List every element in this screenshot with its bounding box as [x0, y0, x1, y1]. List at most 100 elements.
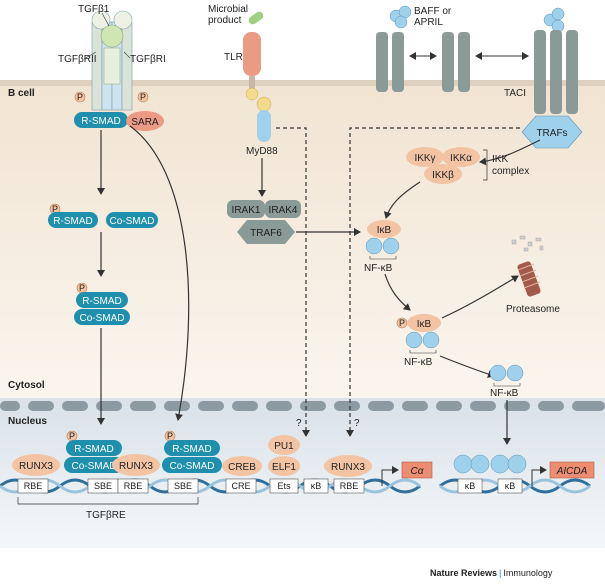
runx3-node: RUNX3	[112, 454, 160, 476]
rsmad-node: R-SMAD	[48, 212, 98, 228]
bcell-label: B cell	[8, 88, 35, 99]
svg-text:R-SMAD: R-SMAD	[82, 296, 121, 307]
phosphate-icon: P	[76, 282, 88, 294]
journal-name: Nature Reviews	[430, 568, 498, 578]
journal-credit: Nature Reviews|Immunology	[430, 568, 553, 578]
svg-text:Co-SMAD: Co-SMAD	[109, 216, 154, 227]
svg-text:IRAK1: IRAK1	[232, 205, 261, 216]
svg-text:IKKα: IKKα	[450, 153, 472, 164]
nfkb-label-3: NF-κB	[490, 388, 519, 399]
proteasome-label: Proteasome	[506, 304, 560, 315]
svg-text:SBE: SBE	[94, 481, 112, 491]
phosphate-icon: P	[66, 430, 78, 442]
svg-text:Co-SMAD: Co-SMAD	[169, 461, 214, 472]
sbe-element: SBE	[167, 478, 199, 494]
svg-text:RBE: RBE	[340, 481, 359, 491]
svg-text:CRE: CRE	[231, 481, 250, 491]
degraded-peptides-icon	[511, 235, 544, 252]
svg-text:P: P	[79, 283, 85, 293]
svg-text:Cα: Cα	[411, 466, 424, 477]
svg-text:SBE: SBE	[174, 481, 192, 491]
ikk-complex: IKKγ IKKα IKKβ	[406, 147, 480, 184]
svg-text:AICDA: AICDA	[556, 466, 588, 477]
baff-ligand	[389, 5, 412, 29]
phospho-ikb-nfkb-complex: IκB	[405, 314, 441, 349]
svg-text:RBE: RBE	[24, 481, 43, 491]
svg-text:CREB: CREB	[228, 462, 256, 473]
smad-complex: R-SMAD Co-SMAD	[74, 292, 130, 325]
microbial-label-1: Microbial	[208, 4, 248, 15]
irak-complex: IRAK1 IRAK4 TRAF6	[227, 200, 301, 244]
aicda-gene: AICDA	[549, 461, 595, 479]
question-mark-1: ?	[296, 418, 302, 429]
phosphate-icon: P	[164, 430, 176, 442]
svg-text:P: P	[167, 431, 173, 441]
myd88-node	[257, 110, 271, 142]
ikk-complex-label-1: IKK	[492, 154, 508, 165]
svg-text:R-SMAD: R-SMAD	[172, 444, 211, 455]
svg-text:P: P	[399, 318, 405, 328]
svg-text:Co-SMAD: Co-SMAD	[71, 461, 116, 472]
tgfbre-label: TGFβRE	[86, 510, 126, 521]
nuclear-smad-complex-1: R-SMAD Co-SMAD	[64, 440, 124, 473]
rsmad-receptor-node: R-SMAD	[74, 112, 128, 128]
proteasome-icon	[517, 261, 541, 297]
cre-element: CRE	[225, 478, 257, 494]
svg-text:κB: κB	[465, 481, 476, 491]
nuclear-nfkb-dimer	[453, 454, 490, 474]
nfkb-label-1: NF-κB	[364, 263, 393, 274]
question-mark-2: ?	[354, 418, 360, 429]
tlr-label: TLR	[224, 52, 243, 63]
svg-text:P: P	[140, 92, 146, 102]
sara-node: SARA	[126, 111, 164, 131]
elf1-node: ELF1	[268, 456, 300, 476]
rbe-element: RBE	[17, 478, 49, 494]
svg-text:IκB: IκB	[377, 225, 392, 236]
rbe-element: RBE	[333, 478, 365, 494]
taci-receptor-left	[376, 32, 404, 92]
svg-text:PU1: PU1	[274, 441, 294, 452]
tgfb1-label: TGFβ1	[78, 4, 110, 15]
baff-ligand	[543, 7, 565, 33]
svg-text:IKKβ: IKKβ	[432, 170, 454, 181]
tgfb-receptor-complex	[91, 10, 133, 111]
svg-text:SARA: SARA	[131, 117, 159, 128]
svg-text:RUNX3: RUNX3	[19, 461, 53, 472]
baff-label-1: BAFF or	[414, 6, 452, 17]
microbial-product-icon	[248, 11, 264, 25]
ikk-complex-label-2: complex	[492, 166, 529, 177]
runx3-node: RUNX3	[12, 454, 60, 476]
tgfb1-ligand	[100, 24, 124, 48]
svg-text:P: P	[69, 431, 75, 441]
svg-text:R-SMAD: R-SMAD	[53, 216, 92, 227]
phosphate-icon: P	[396, 317, 408, 329]
pu1-node: PU1	[268, 435, 300, 455]
kb-element: κB	[303, 478, 329, 494]
runx3-node: RUNX3	[324, 455, 372, 477]
svg-text:P: P	[52, 204, 58, 214]
taci-label: TACI	[504, 88, 526, 99]
tlr-receptor	[243, 32, 272, 112]
svg-text:IKKγ: IKKγ	[414, 153, 435, 164]
svg-text:R-SMAD: R-SMAD	[74, 444, 113, 455]
kb-element: κB	[497, 478, 523, 494]
tgfbr2-label: TGFβRII	[58, 54, 97, 65]
plasma-membrane	[0, 80, 605, 86]
taci-receptor-right	[534, 30, 578, 114]
svg-text:IκB: IκB	[417, 319, 432, 330]
nuclear-envelope	[0, 401, 605, 411]
trafs-node: TRAFs	[521, 115, 583, 149]
cytosol-label: Cytosol	[8, 380, 45, 391]
svg-text:ELF1: ELF1	[272, 462, 296, 473]
kb-element: κB	[457, 478, 483, 494]
svg-text:TRAFs: TRAFs	[536, 128, 567, 139]
signaling-diagram: B cell Cytosol Nucleus TGFβ1 TGFβRII TGF…	[0, 4, 605, 548]
microbial-label-2: product	[208, 15, 242, 26]
nuclear-smad-complex-2: R-SMAD Co-SMAD	[162, 440, 222, 473]
svg-text:RBE: RBE	[124, 481, 143, 491]
nuclear-nfkb-dimer	[490, 454, 527, 474]
free-nfkb	[489, 364, 524, 382]
rbe-element: RBE	[117, 478, 149, 494]
nfkb-label-2: NF-κB	[404, 357, 433, 368]
